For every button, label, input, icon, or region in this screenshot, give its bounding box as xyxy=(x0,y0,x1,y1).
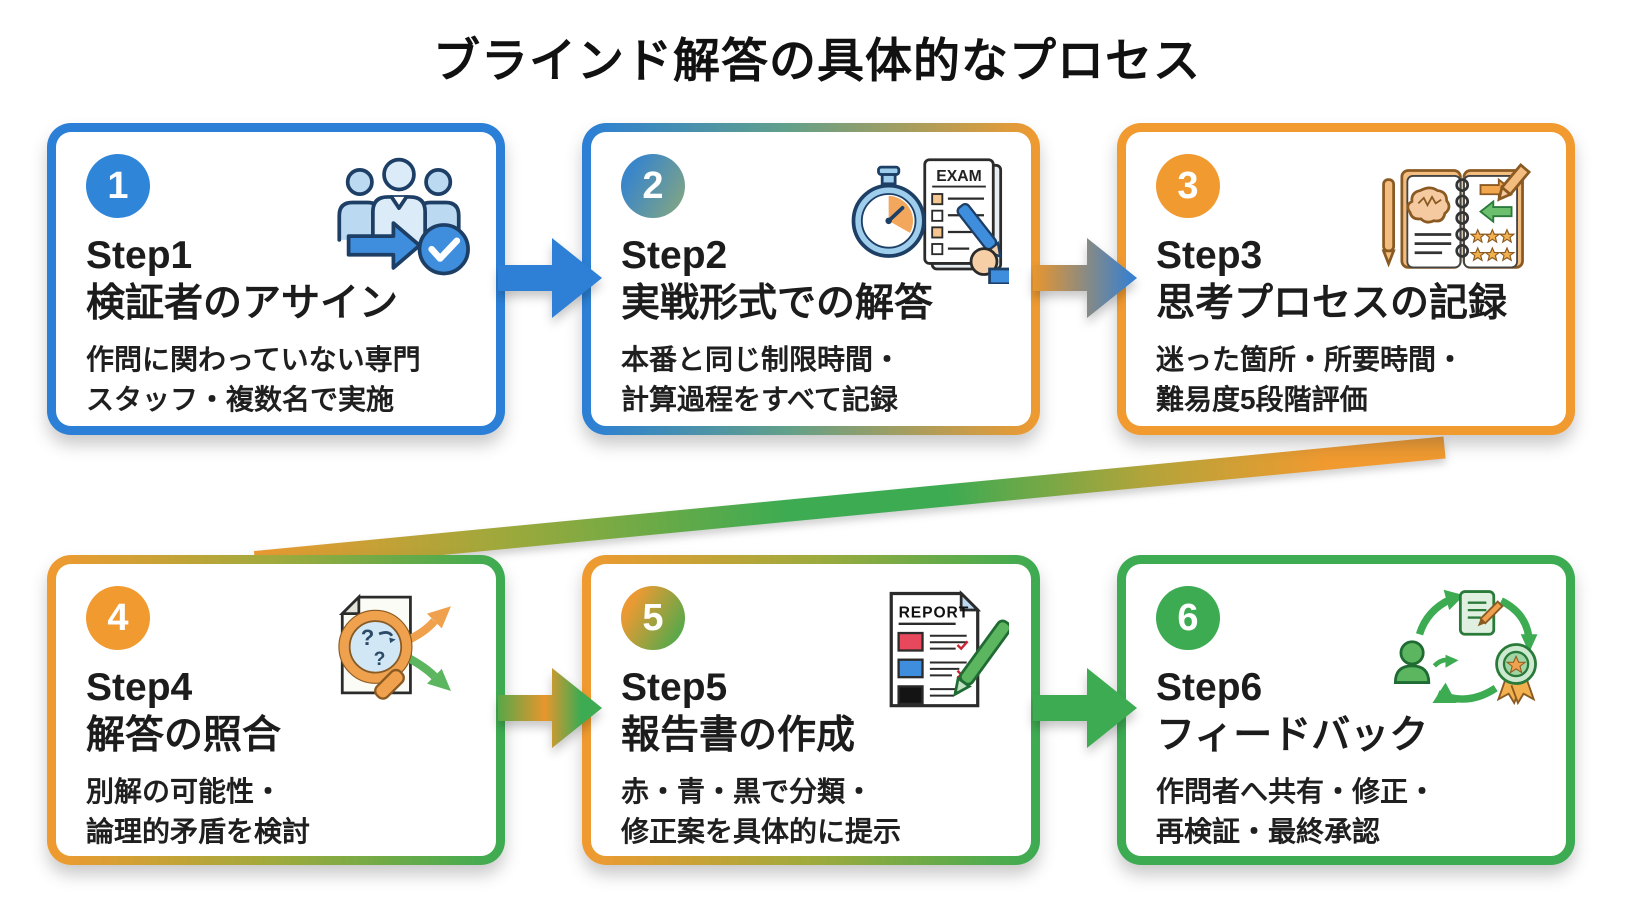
step6-card: 6 xyxy=(1117,555,1575,865)
desc-line: 修正案を具体的に提示 xyxy=(621,815,902,847)
step1-description: 作問に関わっていない専門 スタッフ・複数名で実施 xyxy=(86,340,466,420)
step-label: Step4 xyxy=(86,666,193,709)
step2-title: Step2 実戦形式での解答 xyxy=(621,232,1001,327)
team-check-icon xyxy=(324,154,474,285)
page-title: ブラインド解答の具体的なプロセス xyxy=(433,34,1201,87)
step-number: 2 xyxy=(642,164,664,207)
step-label: Step2 xyxy=(621,234,728,277)
exam-label: EXAM xyxy=(936,168,981,185)
step5-number-badge: 5 xyxy=(621,586,685,650)
step-name: 検証者のアサイン xyxy=(86,281,399,325)
step-name: フィードバック xyxy=(1156,713,1429,757)
desc-line: 別解の可能性・ xyxy=(86,776,283,808)
arrow-step2-to-step3 xyxy=(1033,238,1137,318)
step6-title: Step6 フィードバック xyxy=(1156,664,1536,759)
question-mark: ? xyxy=(361,625,375,650)
step-label: Step5 xyxy=(621,666,728,709)
notebook-rating-icon xyxy=(1374,154,1544,287)
step1-number-badge: 1 xyxy=(86,154,150,218)
step4-number-badge: 4 xyxy=(86,586,150,650)
step-number: 5 xyxy=(642,596,664,639)
desc-line: 本番と同じ制限時間・ xyxy=(621,344,902,376)
stopwatch-exam-icon: EXAM xyxy=(847,154,1014,289)
step-number: 1 xyxy=(107,164,129,207)
step4-card: 4 ? ? xyxy=(47,555,505,865)
step3-description: 迷った箇所・所要時間・ 難易度5段階評価 xyxy=(1156,340,1536,420)
step2-number-badge: 2 xyxy=(621,154,685,218)
step2-card: 2 EXAM xyxy=(582,123,1040,435)
desc-line: スタッフ・複数名で実施 xyxy=(86,383,395,415)
step3-title: Step3 思考プロセスの記録 xyxy=(1156,232,1536,327)
step-label: Step1 xyxy=(86,234,193,277)
report-label: REPORT xyxy=(899,604,970,621)
step-label: Step3 xyxy=(1156,234,1263,277)
desc-line: 計算過程をすべて記録 xyxy=(621,383,898,415)
arrow-step5-to-step6 xyxy=(1033,668,1137,748)
desc-line: 難易度5段階評価 xyxy=(1156,383,1368,415)
step1-title: Step1 検証者のアサイン xyxy=(86,232,466,327)
step5-description: 赤・青・黒で分類・ 修正案を具体的に提示 xyxy=(621,772,1001,852)
step-name: 報告書の作成 xyxy=(621,713,856,757)
arrow-step1-to-step2 xyxy=(498,238,602,318)
step4-description: 別解の可能性・ 論理的矛盾を検討 xyxy=(86,772,466,852)
connector-step3-to-step4 xyxy=(253,436,1446,573)
desc-line: 作問に関わっていない専門 xyxy=(86,344,421,376)
report-pen-icon: REPORT xyxy=(871,586,1012,720)
desc-line: 迷った箇所・所要時間・ xyxy=(1156,344,1465,376)
step5-title: Step5 報告書の作成 xyxy=(621,664,1001,759)
step3-number-badge: 3 xyxy=(1156,154,1220,218)
desc-line: 赤・青・黒で分類・ xyxy=(621,776,874,808)
feedback-cycle-icon xyxy=(1386,586,1544,721)
step1-card: 1 xyxy=(47,123,505,435)
arrow-step4-to-step5 xyxy=(498,668,602,748)
step-number: 6 xyxy=(1177,596,1199,639)
desc-line: 論理的矛盾を検討 xyxy=(86,815,311,847)
step-name: 実戦形式での解答 xyxy=(621,281,934,325)
magnifier-branch-icon: ? ? xyxy=(322,586,474,720)
step-name: 解答の照合 xyxy=(86,713,282,757)
step-number: 4 xyxy=(107,596,129,639)
question-mark: ? xyxy=(374,648,386,670)
step6-description: 作問者へ共有・修正・ 再検証・最終承認 xyxy=(1156,772,1536,852)
step-number: 3 xyxy=(1177,164,1199,207)
step-label: Step6 xyxy=(1156,666,1263,709)
step5-card: 5 REPORT xyxy=(582,555,1040,865)
step2-description: 本番と同じ制限時間・ 計算過程をすべて記録 xyxy=(621,340,1001,420)
step4-title: Step4 解答の照合 xyxy=(86,664,466,759)
step3-card: 3 xyxy=(1117,123,1575,435)
step-name: 思考プロセスの記録 xyxy=(1156,281,1508,325)
desc-line: 作問者へ共有・修正・ xyxy=(1156,776,1437,808)
step6-number-badge: 6 xyxy=(1156,586,1220,650)
desc-line: 再検証・最終承認 xyxy=(1156,815,1381,847)
